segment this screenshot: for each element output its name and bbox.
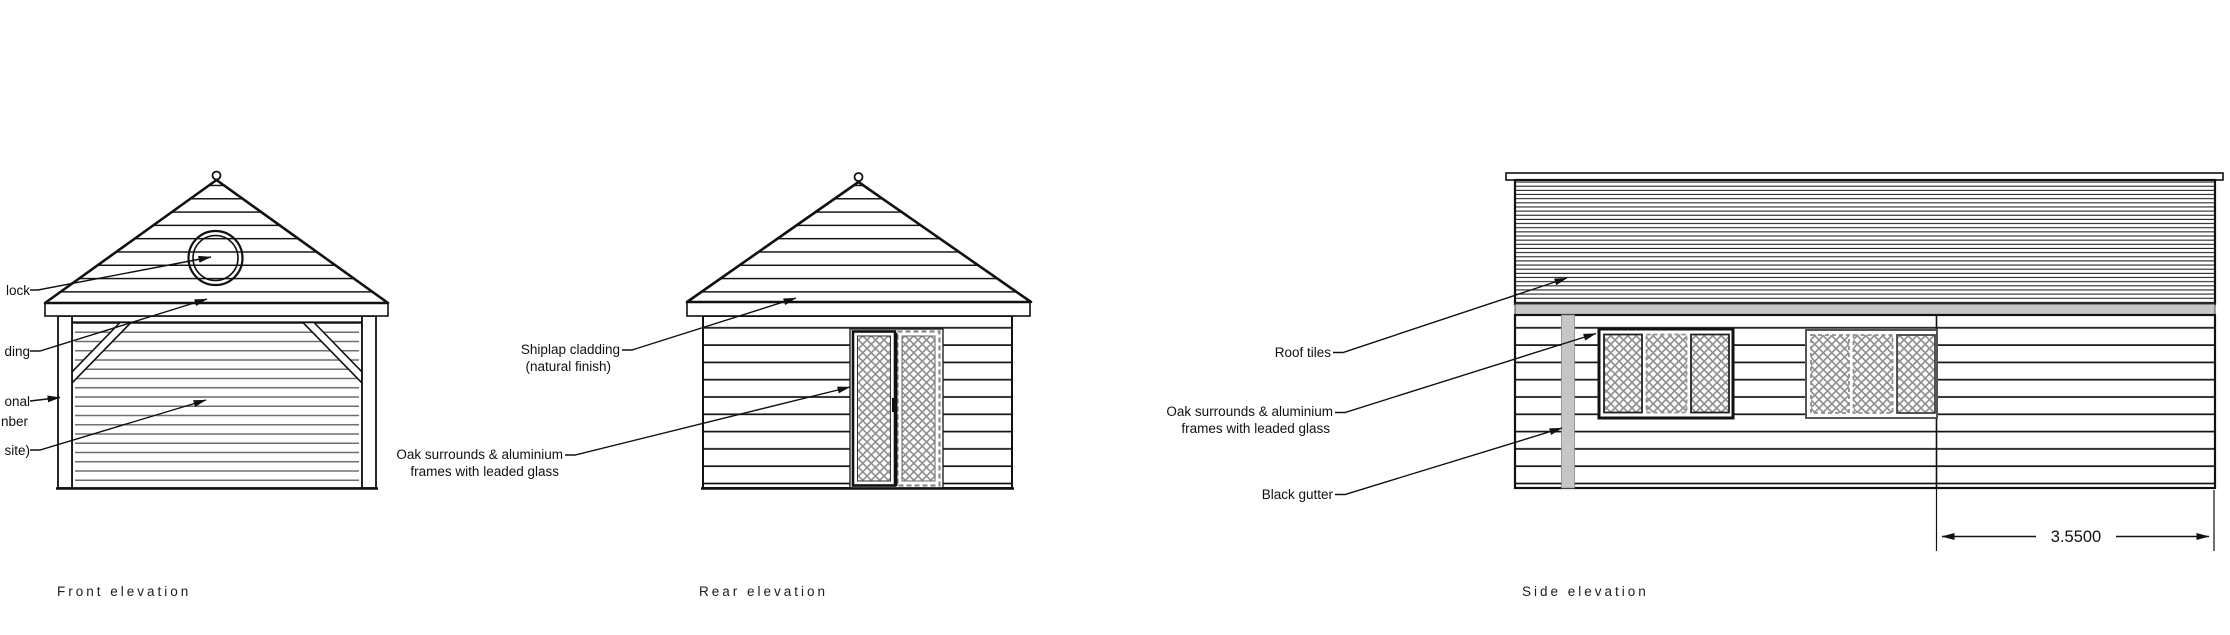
rear-oak-leader: [565, 386, 851, 456]
label-side-oak-line2: frames with leaded glass: [1181, 421, 1330, 436]
side-roof-tiles: [1513, 178, 2217, 306]
clock-window-outer-ring: [187, 229, 244, 287]
side-window-1-pane-3: [1690, 333, 1730, 414]
side-gutter-leader: [1335, 427, 1563, 496]
annotation-labels: lock ding onal nber site) Shiplap claddi…: [1, 283, 1334, 502]
dimension-3-5500: 3.5500: [1935, 488, 2215, 551]
front-post-right: [361, 315, 377, 489]
label-clock-partial: lock: [6, 283, 30, 298]
front-elevation: [43, 170, 390, 490]
caption-side-elevation: Side elevation: [1522, 584, 1649, 599]
side-window-2-pane-2: [1852, 334, 1894, 414]
side-roof-tiles-leader: [1333, 277, 1568, 354]
label-cladding-partial: ding: [4, 344, 30, 359]
side-window-1-pane-2: [1645, 333, 1688, 414]
clock-window-inner-ring: [192, 234, 239, 282]
front-garage-door: [75, 323, 359, 487]
side-downpipe: [1561, 314, 1575, 489]
side-gutter: [1514, 303, 2216, 316]
label-post-partial-line2: nber: [1, 414, 29, 429]
front-post-leader: [29, 395, 61, 403]
dimension-value: 3.5500: [2051, 528, 2101, 546]
caption-front-elevation: Front elevation: [57, 584, 191, 599]
label-rear-oak-line1: Oak surrounds & aluminium: [396, 447, 563, 462]
leader-lines: [29, 255, 1597, 496]
front-finial: [211, 170, 222, 181]
rear-door-right-leaded-glass: [901, 335, 936, 482]
front-cladding-leader: [30, 298, 208, 352]
rear-door-left-leaded-glass: [857, 335, 891, 482]
side-window-1-pane-1: [1603, 333, 1643, 414]
caption-rear-elevation: Rear elevation: [699, 584, 828, 599]
side-window-2-pane-1: [1810, 334, 1850, 414]
label-roof-tiles: Roof tiles: [1275, 345, 1332, 360]
rear-eaves-fascia: [686, 301, 1031, 317]
rear-shiplap-leader: [622, 297, 797, 351]
captions: Front elevation Rear elevation Side elev…: [57, 584, 1649, 599]
rear-door-handle: [892, 398, 897, 412]
rear-finial: [853, 172, 864, 182]
front-eaves-fascia: [44, 302, 389, 317]
side-oak-leader: [1335, 332, 1597, 414]
clock-leader: [30, 255, 212, 291]
side-window-2-pane-3: [1896, 334, 1936, 414]
label-black-gutter: Black gutter: [1262, 487, 1334, 502]
label-fitted-on-site-partial: site): [4, 443, 30, 458]
label-shiplap-line2: (natural finish): [525, 359, 611, 374]
rear-roof: [685, 180, 1033, 304]
label-shiplap-line1: Shiplap cladding: [521, 342, 620, 357]
label-side-oak-line1: Oak surrounds & aluminium: [1166, 404, 1333, 419]
side-elevation: [1505, 172, 2224, 490]
label-rear-oak-line2: frames with leaded glass: [410, 464, 559, 479]
label-post-partial-line1: onal: [4, 394, 30, 409]
rear-elevation: [685, 172, 1033, 490]
front-door-leader: [30, 399, 207, 451]
